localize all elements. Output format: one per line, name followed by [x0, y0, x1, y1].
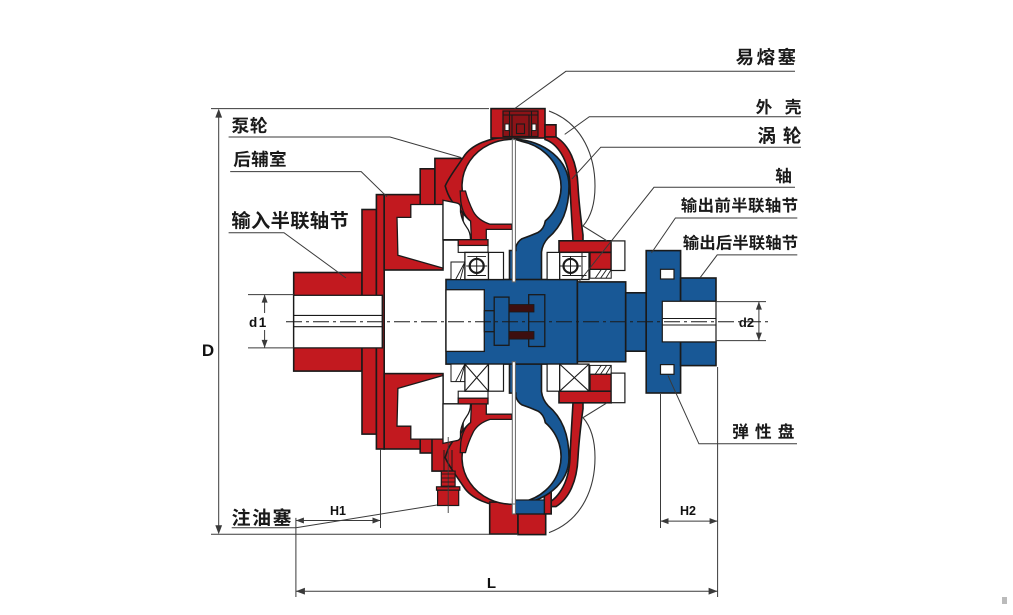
- svg-text:L: L: [487, 575, 496, 592]
- svg-text:H2: H2: [680, 504, 696, 518]
- svg-text:d1: d1: [249, 315, 268, 330]
- svg-text:D: D: [202, 341, 214, 360]
- svg-text:d2: d2: [739, 315, 754, 330]
- svg-text:H1: H1: [330, 504, 346, 518]
